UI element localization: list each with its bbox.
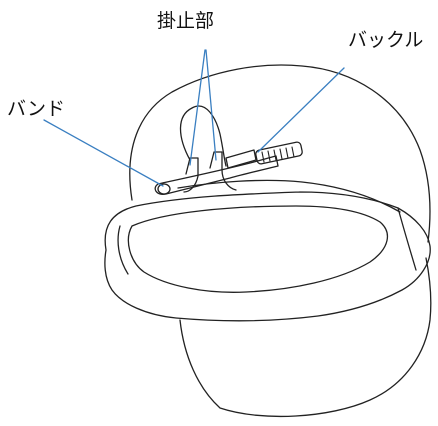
cap-inner-band-line bbox=[127, 205, 389, 293]
leader-line-kakedome-left bbox=[189, 49, 206, 166]
label-kakedome: 掛止部 bbox=[157, 10, 215, 32]
buckle-body bbox=[225, 149, 257, 169]
band-tip bbox=[157, 183, 171, 195]
cap-lower-outline bbox=[179, 257, 432, 418]
cap-brim-fold bbox=[117, 225, 129, 275]
leader-line-band bbox=[43, 119, 164, 187]
strap-loop bbox=[179, 105, 227, 167]
band-strap bbox=[154, 155, 279, 195]
buckle-grip-ribs bbox=[261, 146, 295, 163]
label-band: バンド bbox=[7, 98, 65, 120]
cap-crown-outline bbox=[129, 64, 431, 243]
cap-brim-outline bbox=[104, 191, 431, 322]
kakedome-clip-right bbox=[209, 151, 237, 191]
leader-line-buckle bbox=[257, 67, 345, 153]
cap-side-seam bbox=[397, 207, 417, 271]
label-buckle: バックル bbox=[348, 29, 424, 51]
kakedome-clip-left bbox=[183, 157, 199, 193]
buckle-grip bbox=[255, 141, 303, 165]
leader-line-kakedome-right bbox=[205, 49, 217, 161]
cap-opening-back-edge bbox=[177, 179, 401, 213]
